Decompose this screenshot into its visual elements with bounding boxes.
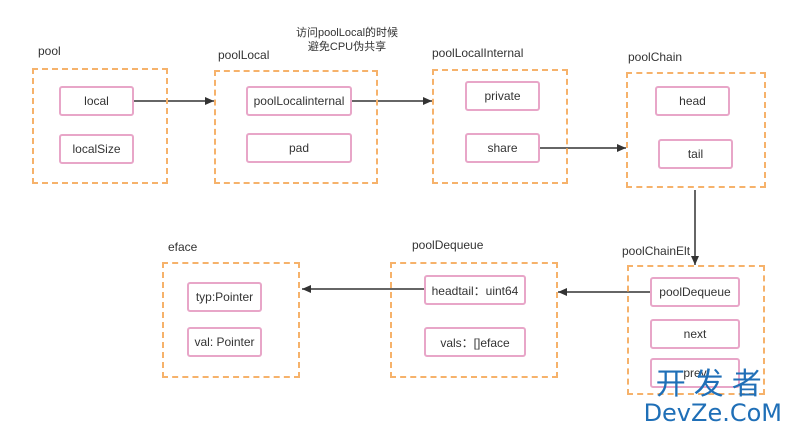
poolchain-group xyxy=(626,72,766,188)
poollocalinternal-field-share: share xyxy=(465,133,540,163)
pool-field-localsize: localSize xyxy=(59,134,134,164)
pool-group xyxy=(32,68,168,184)
devze-watermark: 开发者 DevZe.CoM xyxy=(643,367,782,427)
false-sharing-note: 访问poolLocal的时候 避免CPU伪共享 xyxy=(262,26,432,54)
pooldequeue-field-headtail: headtail：uint64 xyxy=(424,275,526,305)
note-line-2: 避免CPU伪共享 xyxy=(307,41,387,53)
poollocal-group xyxy=(214,70,378,184)
poollocalinternal-field-private: private xyxy=(465,81,540,111)
note-line-1: 访问poolLocal的时候 xyxy=(295,27,399,39)
poolchain-title: poolChain xyxy=(628,50,683,64)
watermark-cn: 开发者 xyxy=(655,367,770,402)
eface-field-typ: typ:Pointer xyxy=(187,282,262,312)
poollocalinternal-group xyxy=(432,69,568,184)
pool-title: pool xyxy=(38,44,61,58)
poolchainelt-field-next: next xyxy=(650,319,740,349)
pooldequeue-field-vals: vals：[]eface xyxy=(424,327,526,357)
poollocal-field-internal: poolLocalinternal xyxy=(246,86,352,116)
pooldequeue-title: poolDequeue xyxy=(412,238,484,252)
watermark-en: DevZe.CoM xyxy=(643,399,782,427)
pool-field-local: local xyxy=(59,86,134,116)
poolchain-field-head: head xyxy=(655,86,730,116)
poolchainelt-field-pooldequeue: poolDequeue xyxy=(650,277,740,307)
poolchainelt-title: poolChainElt xyxy=(622,244,691,258)
poolchainelt-group xyxy=(627,265,765,395)
eface-field-val: val: Pointer xyxy=(187,327,262,357)
pooldequeue-group xyxy=(390,262,558,378)
poolchainelt-field-prev: prev xyxy=(650,358,740,388)
poolchain-field-tail: tail xyxy=(658,139,733,169)
poollocalinternal-title: poolLocalInternal xyxy=(432,46,524,60)
poollocal-title: poolLocal xyxy=(218,48,270,62)
eface-group xyxy=(162,262,300,378)
poollocal-field-pad: pad xyxy=(246,133,352,163)
eface-title: eface xyxy=(168,240,198,254)
